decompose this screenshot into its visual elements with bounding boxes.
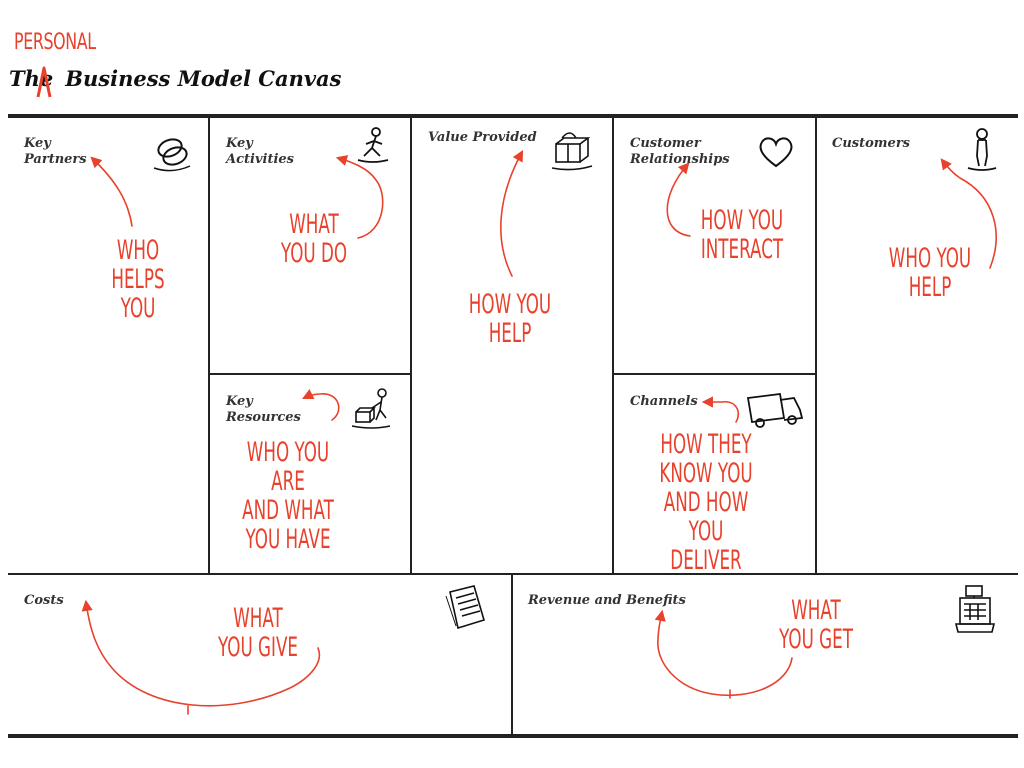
label-key-activities: Key Activities (226, 136, 294, 167)
note-key-partners: WHO HELPS YOU (111, 235, 165, 324)
note-key-resources: WHO YOU ARE AND WHAT YOU HAVE (242, 437, 334, 555)
note-channels: HOW THEY KNOW YOU AND HOW YOU DELIVER (659, 429, 753, 576)
note-key-activities: WHAT YOU DO (280, 209, 348, 269)
insertion-caret-icon (36, 66, 52, 98)
note-costs: WHAT YOU GIVE (218, 603, 298, 663)
arrow-customer-relationships (666, 162, 691, 237)
note-value-provided: HOW YOU HELP (468, 289, 552, 349)
arrow-customers (940, 158, 997, 269)
gift-icon (551, 132, 593, 171)
arrow-key-partners (90, 156, 133, 227)
label-customer-relationships: Customer Relationships (630, 136, 730, 167)
arrow-value-provided (500, 150, 524, 277)
label-key-resources: Key Resources (226, 394, 301, 425)
note-revenue-and-benefits: WHAT YOU GET (779, 595, 853, 655)
label-key-partners: Key Partners (24, 136, 87, 167)
arrow-channels (701, 396, 740, 423)
label-value-provided: Value Provided (428, 130, 537, 145)
person-icon (967, 128, 997, 171)
label-customers: Customers (832, 136, 910, 151)
arrow-key-activities (335, 155, 384, 239)
cash-register-icon (954, 585, 996, 633)
note-customer-relationships: HOW YOU INTERACT (700, 205, 784, 265)
truck-icon (746, 392, 804, 428)
receipt-icon (445, 585, 485, 630)
personal-annotation: PERSONAL (14, 30, 96, 55)
arrow-revenue (654, 609, 793, 696)
person-with-boxes-icon (351, 388, 391, 429)
worker-icon (357, 127, 389, 163)
label-channels: Channels (630, 394, 698, 409)
heart-icon (759, 137, 793, 168)
title-business-model-canvas: Business Model Canvas (65, 66, 342, 91)
label-costs: Costs (24, 593, 64, 608)
note-customers: WHO YOU HELP (888, 243, 972, 303)
label-revenue-and-benefits: Revenue and Benefits (528, 593, 686, 608)
arrow-costs (81, 599, 321, 707)
chain-links-icon (153, 138, 191, 172)
arrow-key-resources (301, 388, 340, 421)
